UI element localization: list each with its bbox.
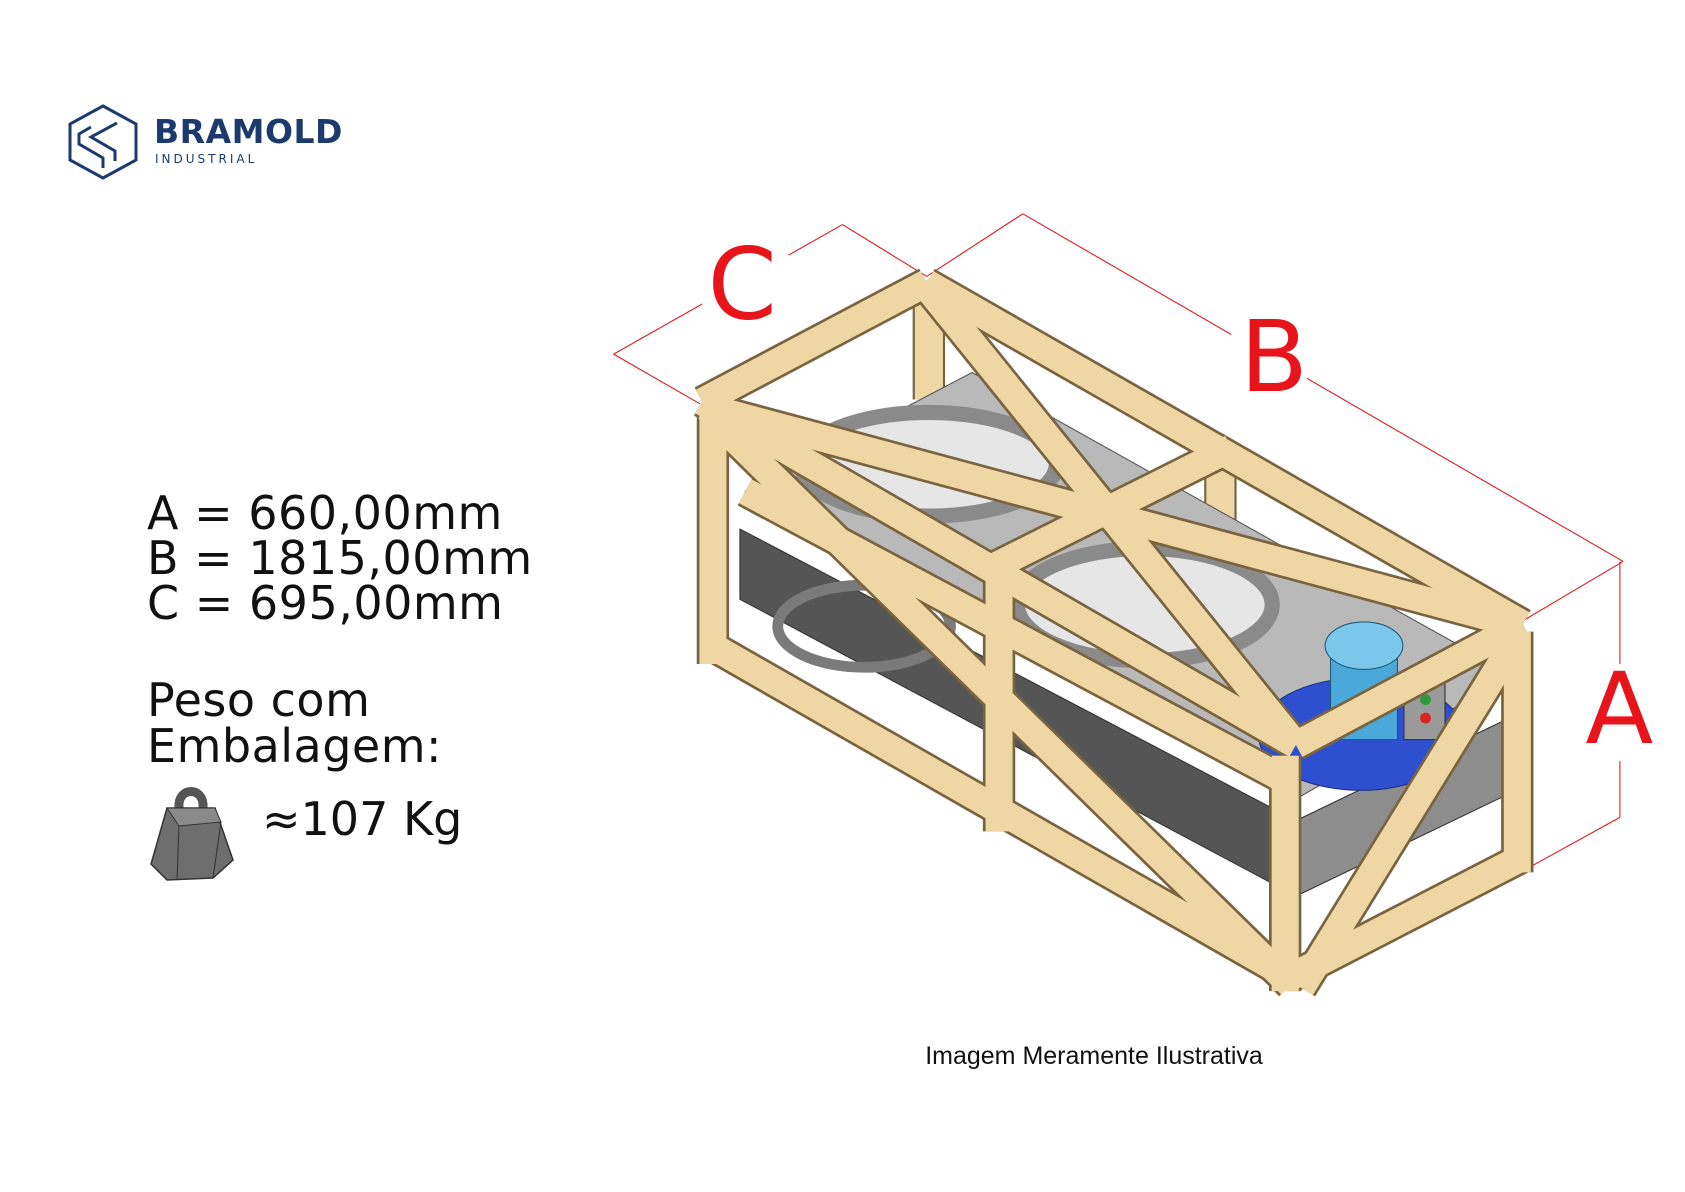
weight-title-line1: Peso com	[147, 673, 371, 727]
dimension-label-c: C	[708, 228, 777, 343]
dimension-a-text: A = 660,00mm	[147, 486, 503, 540]
weight-title-line2: Embalagem:	[147, 719, 443, 773]
weight-icon	[150, 787, 234, 881]
dimension-label-a: A	[1585, 652, 1653, 767]
illustrative-caption: Imagem Meramente Ilustrativa	[925, 1042, 1263, 1070]
dimension-label-b: B	[1240, 300, 1308, 415]
weight-value: ≈107 Kg	[262, 792, 463, 846]
bramold-logo-icon	[68, 104, 138, 180]
brand-name: BRAMOLD	[154, 112, 343, 151]
brand-subtitle: INDUSTRIAL	[155, 152, 258, 166]
dimension-c-text: C = 695,00mm	[147, 576, 504, 630]
crate-front-beams	[694, 268, 1534, 997]
dimension-b-text: B = 1815,00mm	[147, 531, 533, 585]
